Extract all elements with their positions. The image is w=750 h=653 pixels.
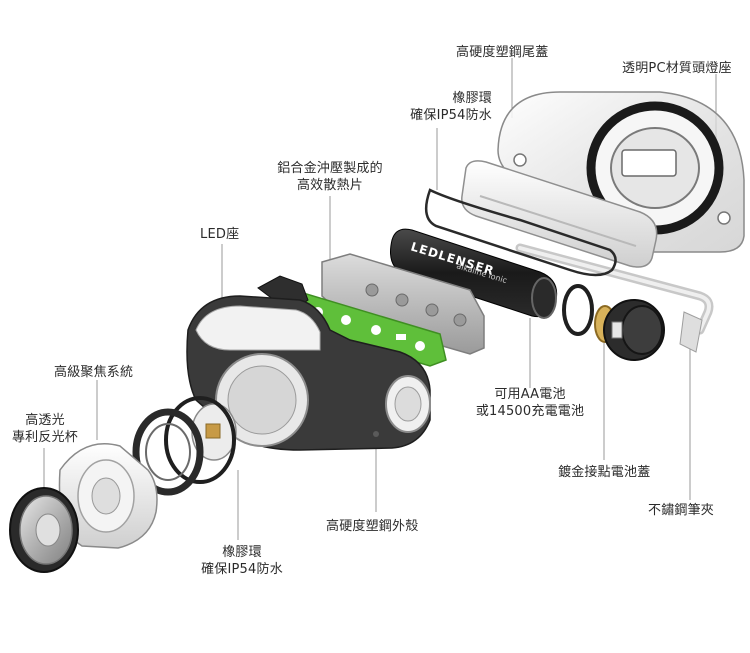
steel-clip-shape <box>515 243 714 353</box>
label-steel-clip: 不鏽鋼筆夾 <box>648 503 715 518</box>
label-heatsink: 鋁合金沖壓製成的 高效散熱片 <box>260 160 400 194</box>
tail-cap-shape <box>461 160 658 268</box>
label-reflector-line1: 高透光 <box>25 413 65 428</box>
bottom-rubber-ring-shape <box>164 396 236 484</box>
label-battery-line1: 可用AA電池 <box>494 387 566 402</box>
label-reflector: 高透光 專利反光杯 <box>0 412 90 446</box>
gold-contact-cap-shape <box>562 284 665 361</box>
label-reflector-line2: 專利反光杯 <box>11 430 78 445</box>
shell-shape <box>186 295 431 451</box>
top-rubber-ring-shape <box>424 188 617 277</box>
label-rubber-ring-top: 橡膠環 確保IP54防水 <box>372 90 492 124</box>
label-battery: 可用AA電池 或14500充電電池 <box>462 386 598 420</box>
label-gold-contact-cap: 鍍金接點電池蓋 <box>558 465 651 480</box>
battery-shape: LEDLENSER alkaline ionic <box>390 228 558 319</box>
label-rubber-ring-top-line2: 確保IP54防水 <box>410 108 492 123</box>
reflector-shape <box>58 442 158 549</box>
label-rubber-ring-bottom-line1: 橡膠環 <box>222 545 262 560</box>
label-led-seat: LED座 <box>200 227 240 242</box>
label-heatsink-line2: 高效散熱片 <box>296 178 363 193</box>
focus-system-shape <box>132 408 204 496</box>
label-rubber-ring-top-line1: 橡膠環 <box>452 91 492 106</box>
label-rubber-ring-bottom-line2: 確保IP54防水 <box>201 562 283 577</box>
label-tail-cap: 高硬度塑鋼尾蓋 <box>456 45 549 60</box>
label-head-base: 透明PC材質頭燈座 <box>622 61 732 76</box>
label-rubber-ring-bottom: 橡膠環 確保IP54防水 <box>194 544 290 578</box>
label-battery-line2: 或14500充電電池 <box>475 404 585 419</box>
label-heatsink-line1: 鋁合金沖壓製成的 <box>277 161 383 176</box>
label-focus-system: 高級聚焦系統 <box>54 365 134 380</box>
front-lens-shape <box>9 487 79 573</box>
heatsink-shape <box>321 253 485 355</box>
label-shell: 高硬度塑鋼外殼 <box>326 519 419 534</box>
